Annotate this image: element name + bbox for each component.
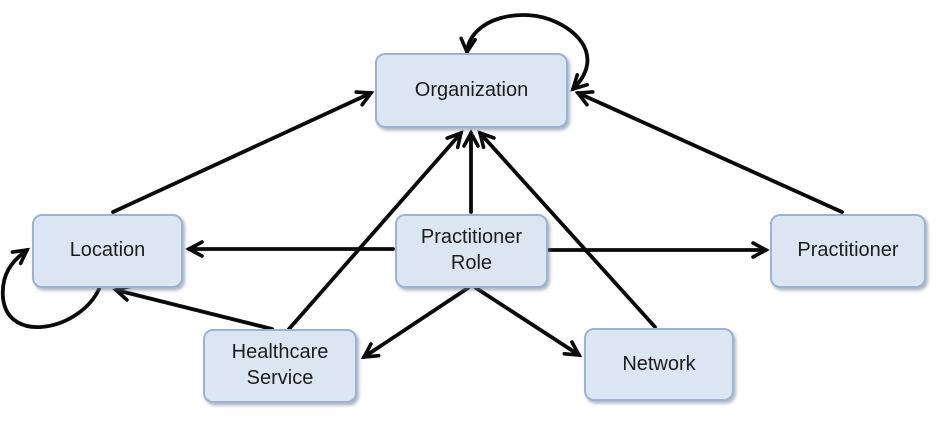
edge-location-organization (111, 90, 375, 214)
node-location-label: Location (69, 239, 146, 262)
node-network-label: Network (622, 352, 696, 375)
edge-network-organization (477, 130, 657, 329)
node-network: Network (584, 328, 734, 401)
edge-practitioner-organization (574, 90, 844, 214)
node-location: Location (32, 214, 183, 288)
edge-practitioner-role-healthcare-service (360, 286, 470, 360)
edge-healthcare-service-organization (287, 130, 464, 331)
edge-organization-self-loop (459, 13, 590, 92)
edge-location-self-loop (0, 247, 101, 329)
node-healthcare-service: Healthcare Service (203, 329, 357, 403)
edge-healthcare-service-location (112, 284, 274, 331)
edge-practitioner-role-network (474, 286, 583, 358)
node-healthcare-service-label: Healthcare Service (231, 341, 329, 389)
node-practitioner-role-label: Practitioner Role (420, 226, 523, 274)
node-organization: Organization (375, 53, 568, 128)
node-practitioner: Practitioner (770, 214, 926, 288)
node-practitioner-role: Practitioner Role (395, 214, 548, 288)
node-organization-label: Organization (414, 78, 529, 101)
node-practitioner-label: Practitioner (797, 239, 899, 262)
